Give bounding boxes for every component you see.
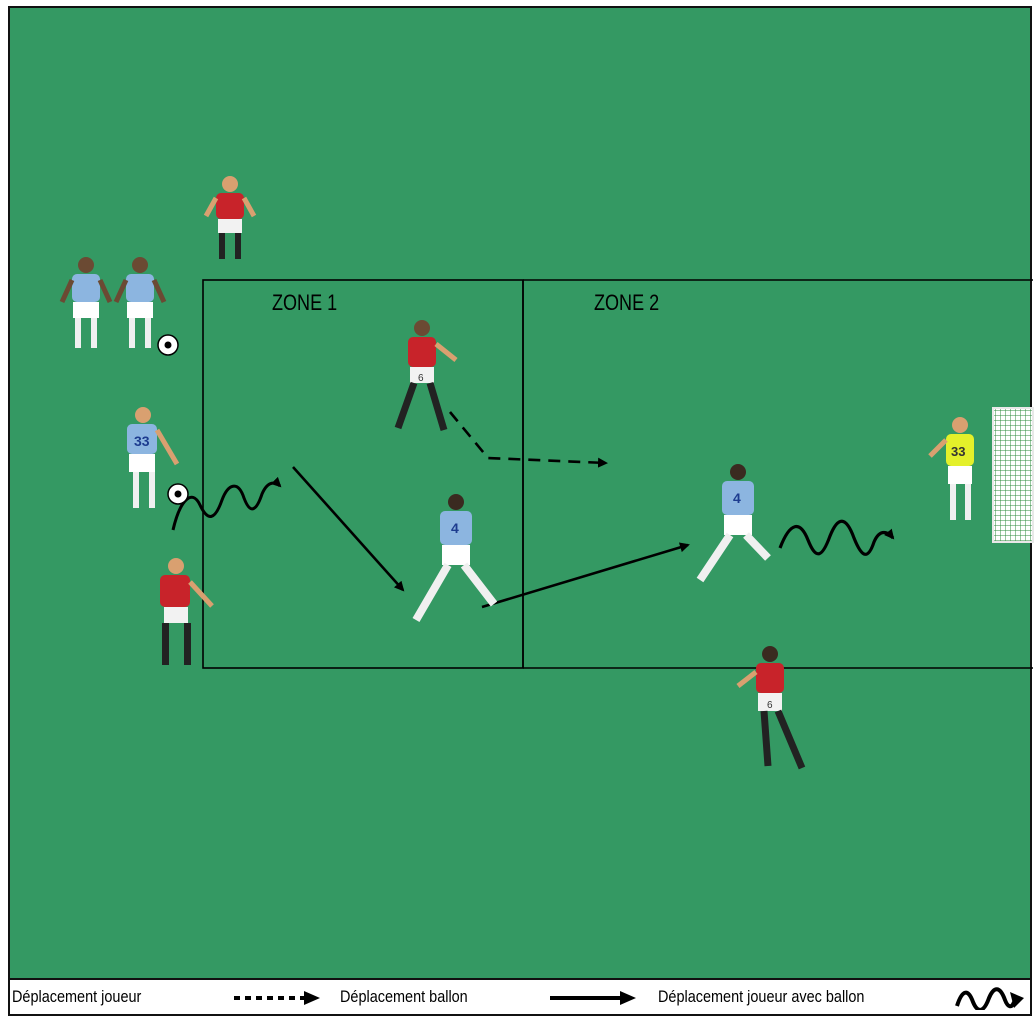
player-sky-blue-queue-2 (116, 257, 164, 348)
zone-1-area (203, 280, 523, 668)
legend-dashed-arrow-icon (232, 988, 324, 1008)
player-number-6b: 6 (767, 700, 773, 711)
legend-ball-move-label: Déplacement ballon (340, 987, 468, 1007)
legend-player-move-label: Déplacement joueur (12, 987, 141, 1007)
player-number-4b: 4 (733, 490, 741, 506)
ball-queue (158, 335, 178, 355)
player-number-33: 33 (134, 433, 150, 449)
player-red-top (206, 176, 254, 259)
legend: Déplacement joueur Déplacement ballon Dé… (8, 980, 1032, 1016)
legend-wavy-arrow-icon (954, 984, 1028, 1010)
player-number-4a: 4 (451, 520, 459, 536)
player-sky-blue-4-zone2: 4 (700, 464, 768, 580)
drill-drawing: 33 6 4 (0, 0, 1035, 980)
legend-player-with-ball-label: Déplacement joueur avec ballon (658, 987, 864, 1007)
pass-arrow-2 (482, 545, 688, 607)
dribble-path-2 (780, 521, 893, 554)
legend-solid-arrow-icon (548, 988, 640, 1008)
dribble-path-1 (173, 483, 280, 530)
zone-2-label: ZONE 2 (594, 290, 659, 316)
ball-dribble-start (168, 484, 188, 504)
player-sky-blue-4-zone1: 4 (416, 494, 494, 620)
player-sky-blue-queue-1 (62, 257, 110, 348)
player-red-below-zone2: 6 (738, 646, 802, 768)
goal (993, 408, 1033, 542)
player-red-bottom-left (160, 558, 212, 665)
zone-1-label: ZONE 1 (272, 290, 337, 316)
player-number-6a: 6 (418, 373, 424, 384)
pass-arrow-1 (293, 467, 403, 590)
goalkeeper-number: 33 (951, 444, 965, 459)
player-run-arrow (450, 412, 606, 463)
goalkeeper: 33 (930, 417, 974, 520)
player-red-zone1: 6 (398, 320, 456, 430)
